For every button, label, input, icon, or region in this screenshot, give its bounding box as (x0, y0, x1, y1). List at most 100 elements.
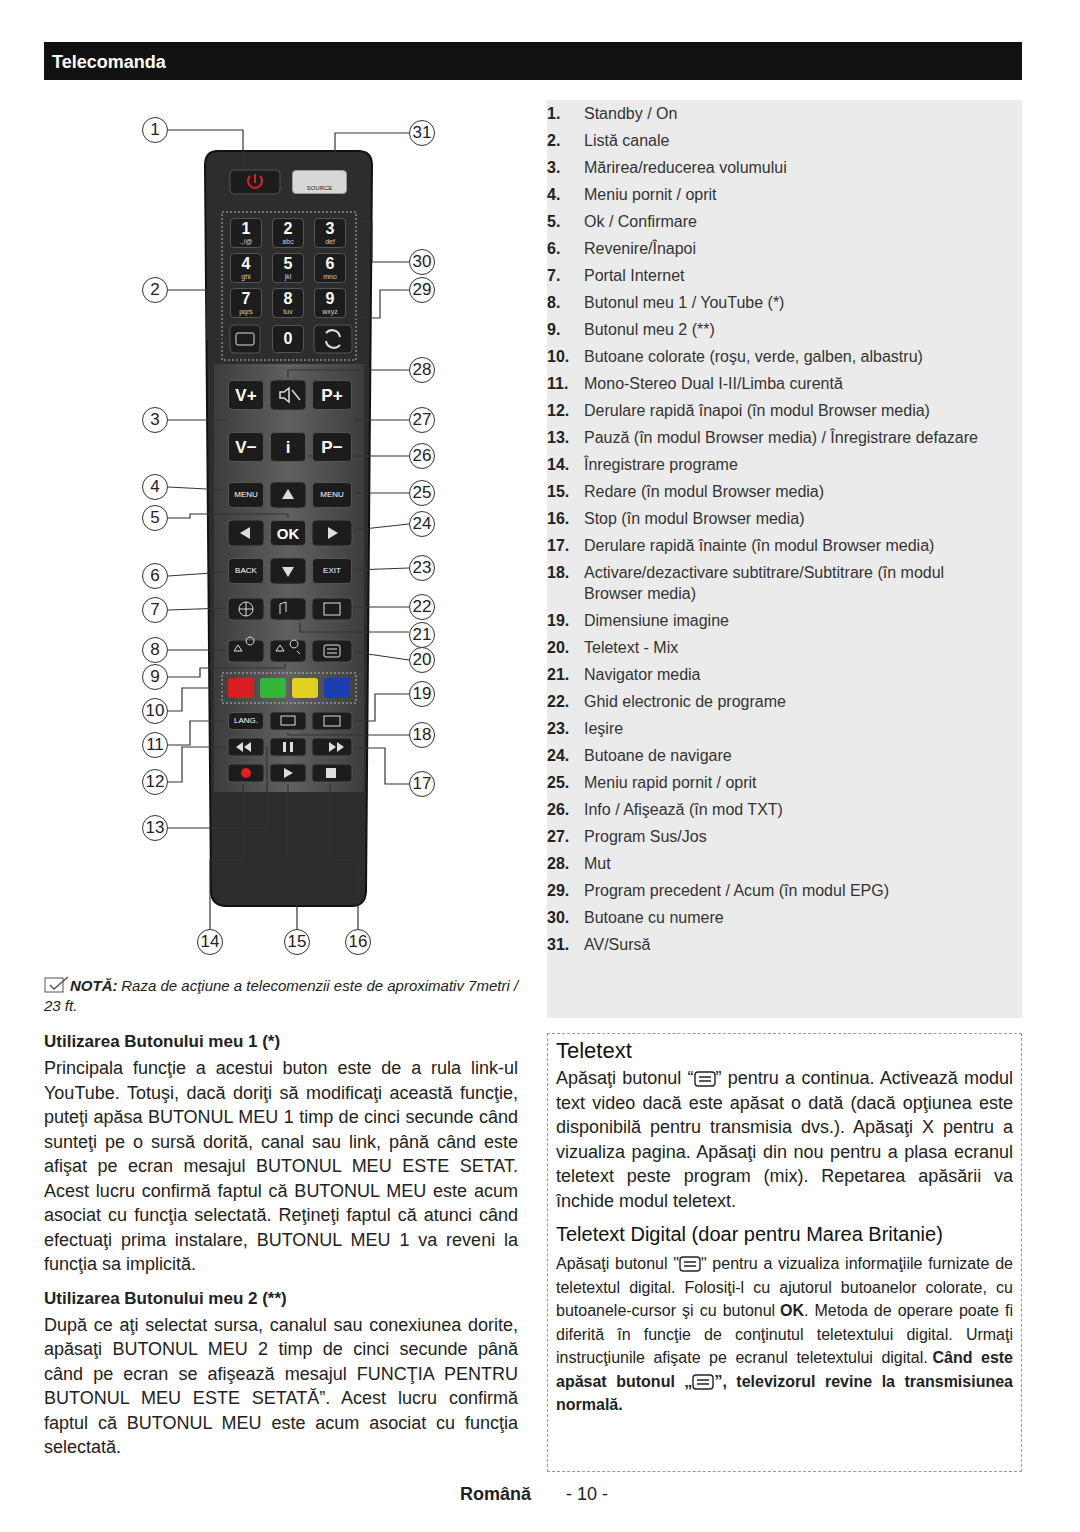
remote-button: LANG. (228, 712, 264, 730)
item-text: Ghid electronic de programe (584, 691, 994, 712)
button-label: LANG. (234, 717, 258, 725)
item-text: Mut (584, 853, 994, 874)
button-label: BACK (235, 567, 257, 575)
remote-button: 4ghi (230, 253, 262, 283)
list-row: 23.Ieşire (547, 715, 1022, 742)
item-text: Meniu rapid pornit / oprit (584, 772, 994, 793)
button-label: P+ (321, 387, 342, 404)
remote-button: 6mno (314, 253, 346, 283)
list-row: 19.Dimensiune imagine (547, 607, 1022, 634)
item-number: 8. (547, 292, 584, 313)
item-text: Derulare rapidă înapoi (în modul Browser… (584, 400, 994, 421)
list-row: 29.Program precedent / Acum (în modul EP… (547, 877, 1022, 904)
section-title: Telecomanda (52, 52, 166, 73)
button-label: 5 (284, 256, 293, 272)
list-row: 11.Mono-Stereo Dual I-II/Limba curentă (547, 370, 1022, 397)
remote-button: OK (270, 520, 306, 546)
list-row: 6.Revenire/Înapoi (547, 235, 1022, 262)
item-text: Pauză (în modul Browser media) / Înregis… (584, 427, 994, 448)
callout-number: 3 (142, 407, 168, 433)
item-number: 27. (547, 826, 584, 847)
item-number: 1. (547, 103, 584, 124)
remote-button: 9wxyz (314, 288, 346, 318)
callout-number: 23 (409, 555, 435, 581)
section-heading: Teletext (556, 1038, 1013, 1064)
item-number: 16. (547, 508, 584, 529)
button-label: abc (282, 238, 293, 245)
button-label: ghi (241, 273, 250, 280)
item-text: Info / Afişează (în mod TXT) (584, 799, 994, 820)
callout-number: 21 (409, 622, 435, 648)
callout-number: 12 (142, 769, 168, 795)
item-number: 7. (547, 265, 584, 286)
remote-button: EXIT (312, 558, 352, 584)
teletext-icon (692, 1373, 714, 1390)
item-text: Program precedent / Acum (în modul EPG) (584, 880, 994, 901)
remote-button: SOURCE (292, 170, 347, 194)
paragraph: Apăsaţi butonul “” pentru a continua. Ac… (556, 1066, 1013, 1213)
list-row: 13.Pauză (în modul Browser media) / Înre… (547, 424, 1022, 451)
item-text: Listă canale (584, 130, 994, 151)
item-number: 19. (547, 610, 584, 631)
item-text: Meniu pornit / oprit (584, 184, 994, 205)
item-text: Stop (în modul Browser media) (584, 508, 994, 529)
item-text: Navigator media (584, 664, 994, 685)
remote-button: P+ (312, 380, 352, 410)
callout-number: 10 (142, 698, 168, 724)
button-label: V− (235, 439, 256, 456)
body-text: ” pentru a continua. Activează modul tex… (556, 1068, 1013, 1211)
item-text: Redare (în modul Browser media) (584, 481, 994, 502)
item-number: 10. (547, 346, 584, 367)
button-label: P− (321, 439, 342, 456)
callout-number: 2 (142, 277, 168, 303)
item-text: Revenire/Înapoi (584, 238, 994, 259)
button-label: wxyz (322, 308, 338, 315)
item-number: 24. (547, 745, 584, 766)
button-label: i (286, 439, 291, 456)
list-row: 10.Butoane colorate (roşu, verde, galben… (547, 343, 1022, 370)
callout-number: 4 (142, 474, 168, 500)
item-number: 25. (547, 772, 584, 793)
remote-button: 2abc (272, 218, 304, 248)
callout-number: 17 (409, 771, 435, 797)
callout-number: 8 (142, 637, 168, 663)
list-row: 8.Butonul meu 1 / YouTube (*) (547, 289, 1022, 316)
button-label: mno (323, 273, 337, 280)
item-number: 14. (547, 454, 584, 475)
list-row: 28.Mut (547, 850, 1022, 877)
list-row: 1.Standby / On (547, 100, 1022, 127)
remote-button: P− (312, 432, 352, 462)
callout-number: 11 (142, 732, 168, 758)
remote-button: i (270, 432, 306, 462)
button-label: SOURCE (307, 185, 333, 191)
item-number: 12. (547, 400, 584, 421)
callout-number: 5 (142, 505, 168, 531)
button-label: .,/@ (240, 238, 253, 245)
item-text: Derulare rapidă înainte (în modul Browse… (584, 535, 994, 556)
paragraph: Principala funcţie a acestui buton este … (44, 1056, 518, 1277)
list-row: 4.Meniu pornit / oprit (547, 181, 1022, 208)
item-text: Ok / Confirmare (584, 211, 994, 232)
item-text: AV/Sursă (584, 934, 994, 955)
callout-number: 28 (409, 357, 435, 383)
callout-number: 9 (142, 664, 168, 690)
item-number: 21. (547, 664, 584, 685)
remote-button: 0 (272, 325, 304, 353)
item-text: Teletext - Mix (584, 637, 994, 658)
section-heading: Utilizarea Butonului meu 1 (*) (44, 1032, 518, 1052)
button-label: 3 (326, 221, 335, 237)
body-text: Apăsaţi butonul “ (556, 1068, 694, 1088)
item-number: 13. (547, 427, 584, 448)
button-label: OK (277, 526, 300, 541)
item-number: 28. (547, 853, 584, 874)
item-text: Mono-Stereo Dual I-II/Limba curentă (584, 373, 994, 394)
item-number: 4. (547, 184, 584, 205)
teletext-icon (679, 1255, 701, 1272)
button-label: jkl (285, 273, 292, 280)
item-number: 26. (547, 799, 584, 820)
list-row: 31.AV/Sursă (547, 931, 1022, 958)
list-row: 30.Butoane cu numere (547, 904, 1022, 931)
callout-number: 26 (409, 443, 435, 469)
button-label: pqrs (239, 308, 253, 315)
